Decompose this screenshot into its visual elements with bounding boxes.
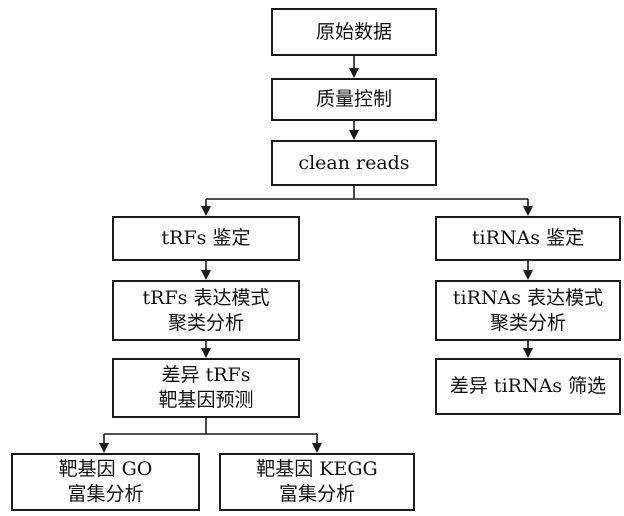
node-label-line1: 靶基因 KEGG xyxy=(256,458,378,480)
node-label: 质量控制 xyxy=(315,88,392,110)
node-label-line2: 富集分析 xyxy=(67,483,144,505)
node-label-line2: 富集分析 xyxy=(278,483,355,505)
node-label-line2: 聚类分析 xyxy=(167,311,244,334)
node-kegg-enrichment: 靶基因 KEGG 富集分析 xyxy=(219,453,415,511)
node-label: tRFs 鉴定 xyxy=(161,227,251,249)
node-label: 差异 tiRNAs 筛选 xyxy=(449,375,607,397)
node-label-line2: 靶基因预测 xyxy=(158,389,254,411)
node-clean-reads: clean reads xyxy=(271,140,437,186)
arrowhead xyxy=(201,348,211,358)
arrowhead xyxy=(201,206,211,216)
arrowhead xyxy=(523,270,533,280)
arrowhead xyxy=(349,130,359,140)
node-trfs-target: 差异 tRFs 靶基因预测 xyxy=(112,358,300,418)
node-label: clean reads xyxy=(298,151,410,174)
arrowhead xyxy=(201,270,211,280)
node-tirnas-screen: 差异 tiRNAs 筛选 xyxy=(435,358,621,415)
node-label-line1: tRFs 表达模式 xyxy=(142,286,270,309)
arrowhead xyxy=(99,443,109,453)
arrowhead xyxy=(523,348,533,358)
node-raw-data: 原始数据 xyxy=(271,8,437,56)
node-tirnas-identify: tiRNAs 鉴定 xyxy=(435,216,621,261)
node-label: tiRNAs 鉴定 xyxy=(471,227,585,249)
arrowhead xyxy=(312,443,322,453)
node-label-line1: 靶基因 GO xyxy=(58,458,153,480)
node-go-enrichment: 靶基因 GO 富集分析 xyxy=(11,453,200,511)
arrowhead xyxy=(349,68,359,78)
node-label: 原始数据 xyxy=(315,20,392,43)
node-trfs-expression: tRFs 表达模式 聚类分析 xyxy=(112,280,300,341)
arrowhead xyxy=(523,206,533,216)
node-label-line1: tiRNAs 表达模式 xyxy=(452,286,604,309)
node-trfs-identify: tRFs 鉴定 xyxy=(112,216,300,261)
node-label-line1: 差异 tRFs xyxy=(161,364,251,386)
node-label-line2: 聚类分析 xyxy=(489,311,566,334)
node-quality-control: 质量控制 xyxy=(271,78,437,121)
node-tirnas-expression: tiRNAs 表达模式 聚类分析 xyxy=(435,280,621,341)
